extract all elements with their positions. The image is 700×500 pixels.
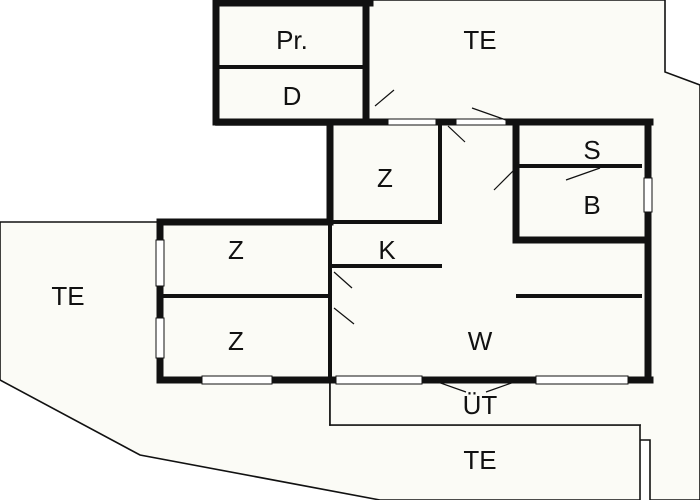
door-swing-z-mid (333, 271, 353, 289)
window-bottom-1 (201, 375, 273, 385)
label-s: S (583, 135, 600, 165)
label-terrace-left: TE (51, 281, 84, 311)
label-z-mid: Z (228, 235, 244, 265)
door-swing-z-bottom (333, 307, 355, 325)
door-swing-b (493, 169, 515, 191)
door-swing-d (374, 89, 395, 107)
label-ut: ÜT (463, 390, 498, 420)
label-z-top: Z (377, 163, 393, 193)
door-swing-s (565, 167, 601, 181)
window-right (643, 177, 653, 213)
window-top-1 (387, 118, 437, 126)
door-swing-ut-right (485, 379, 521, 393)
door-swing-hall-1 (447, 125, 466, 143)
label-d: D (283, 81, 302, 111)
label-z-bottom: Z (228, 326, 244, 356)
window-bottom-3 (535, 375, 629, 385)
ut-strip (330, 380, 640, 425)
label-b: B (583, 190, 600, 220)
label-k: K (378, 235, 396, 265)
label-w: W (468, 326, 493, 356)
window-top-2 (455, 118, 507, 126)
window-left-1 (155, 239, 165, 287)
label-terrace-bottom: TE (463, 445, 496, 475)
window-left-2 (155, 317, 165, 359)
label-pr: Pr. (276, 25, 308, 55)
label-terrace-top: TE (463, 25, 496, 55)
door-swing-hall-2 (471, 107, 507, 121)
window-bottom-2 (335, 375, 423, 385)
door-swing-ut-left (431, 379, 467, 393)
floor-area (160, 3, 650, 380)
